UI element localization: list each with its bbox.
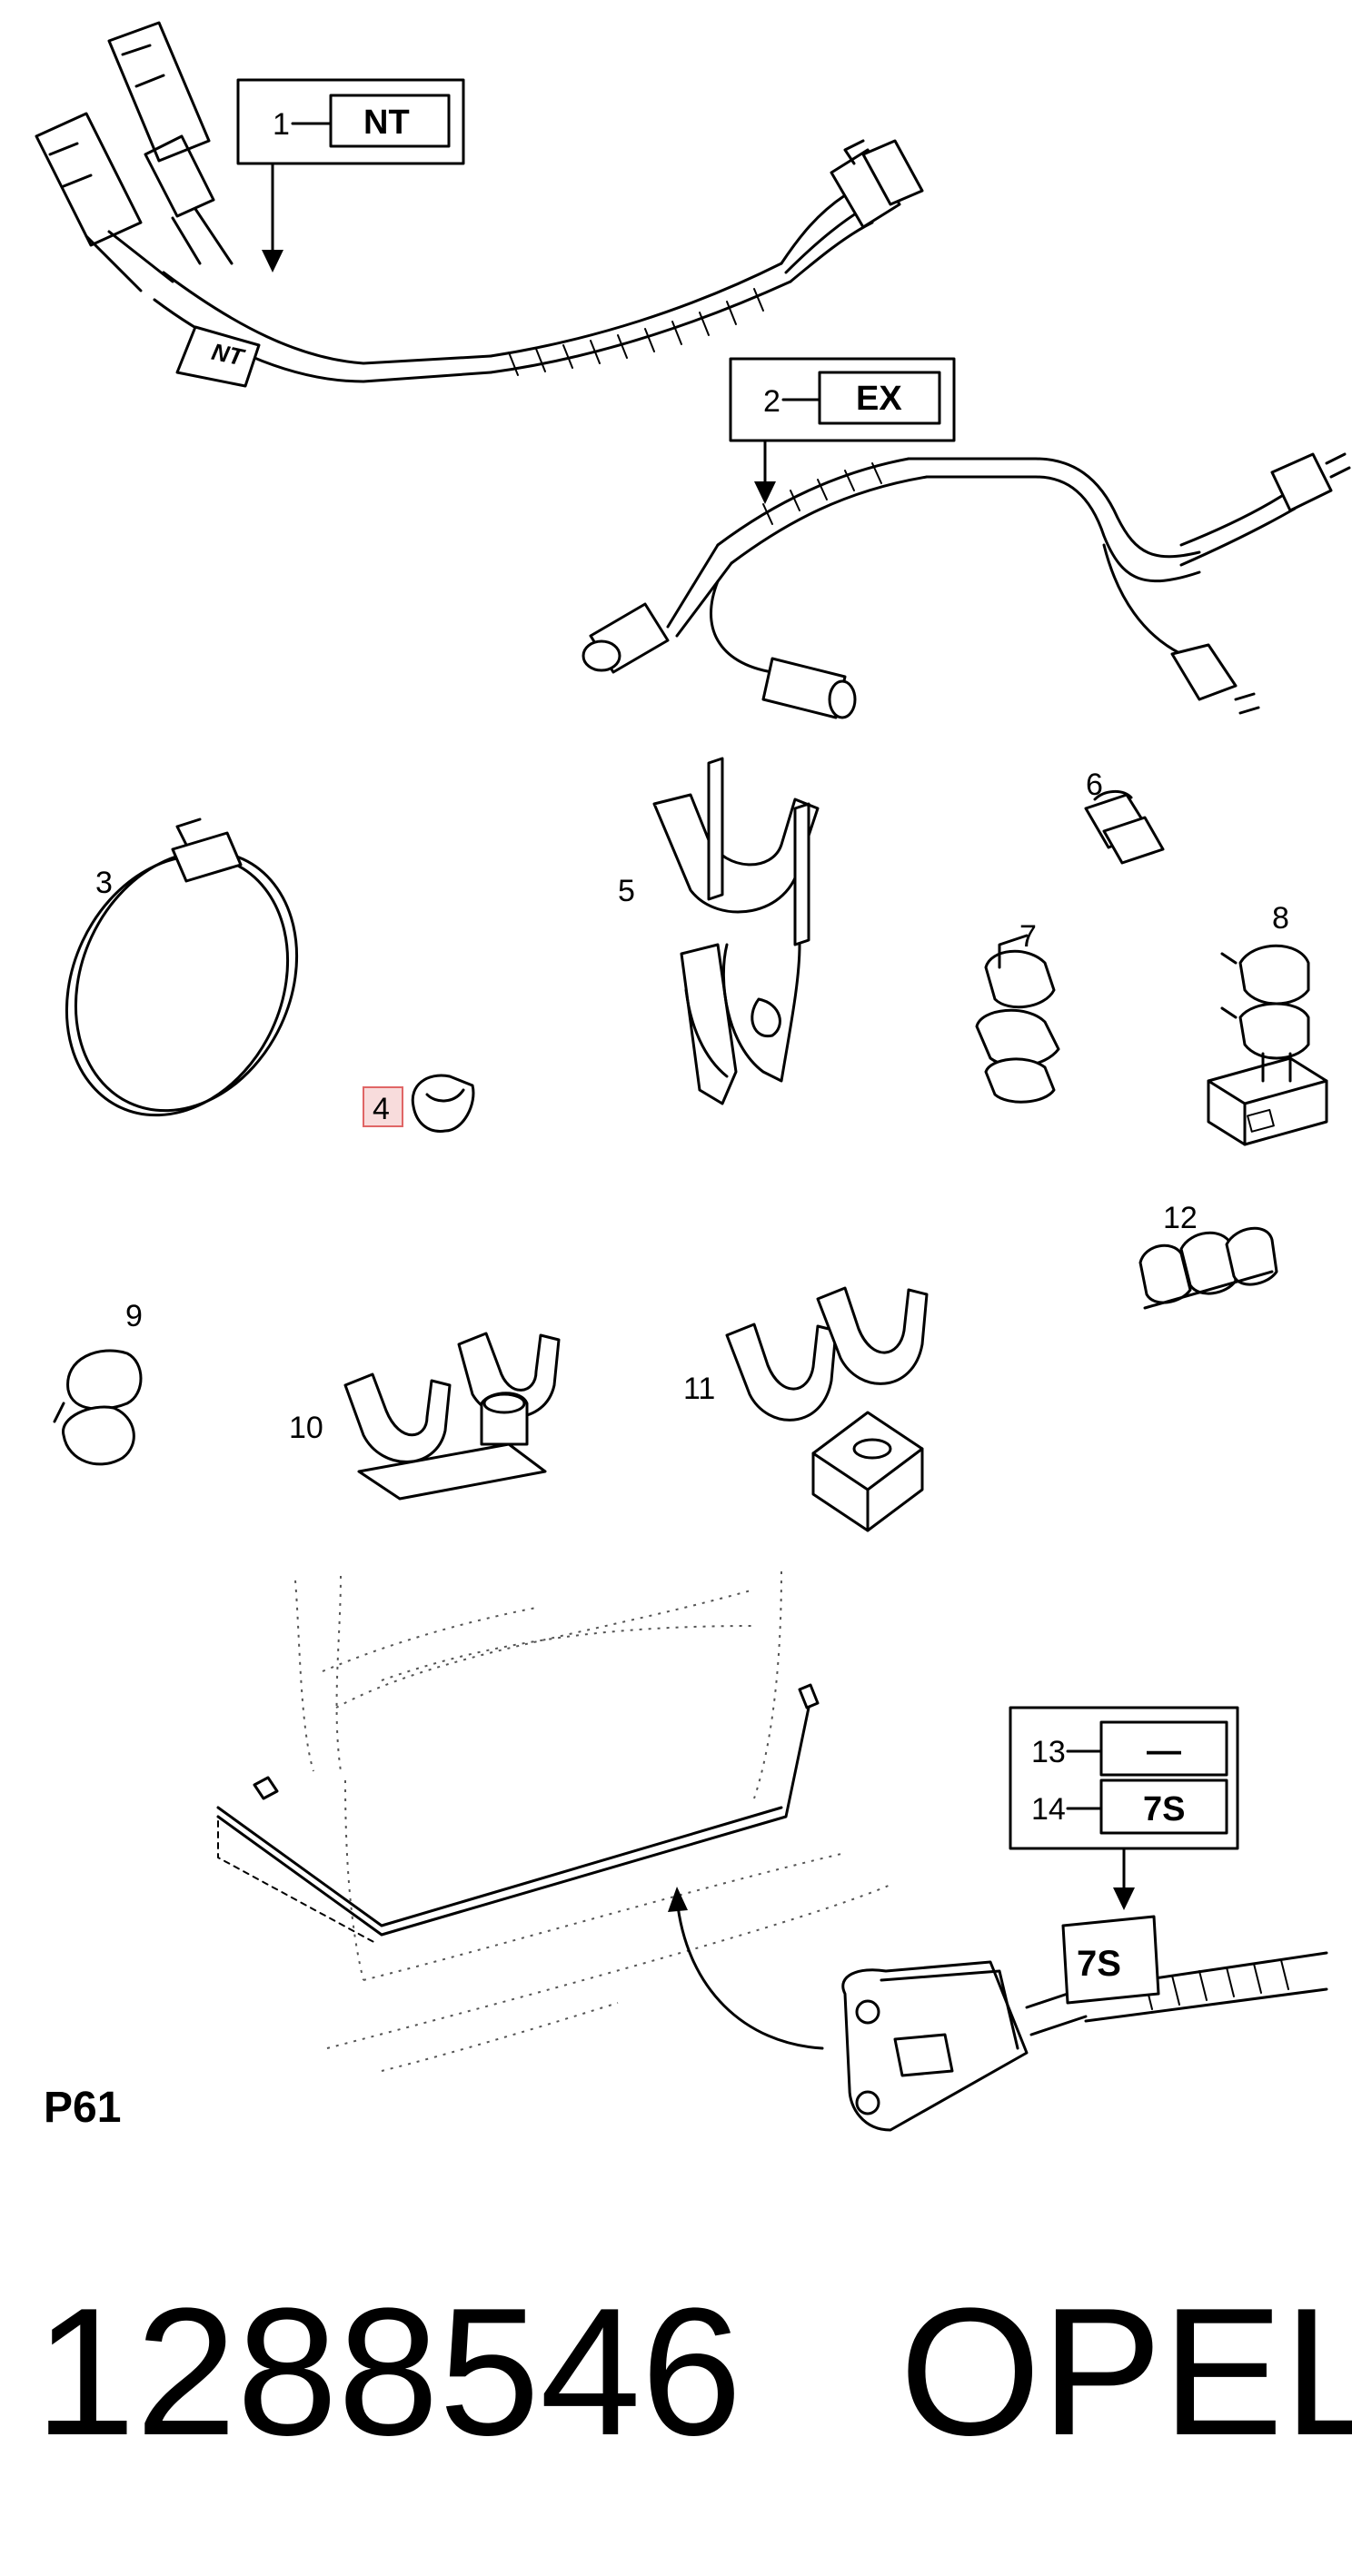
callout-14-number: 14 [1031,1792,1066,1827]
callout-1: 1 NT [236,78,465,272]
callout-13-code: — [1147,1732,1181,1770]
callout-2: 2 EX [729,357,956,504]
sill-connector: 7S [841,1915,1328,2132]
vehicle-sill-outline [216,1570,891,2072]
callout-1-code: NT [363,104,410,142]
part-4-clip: 4 [363,1074,475,1133]
part-number: 1288546 [35,2271,742,2473]
part-label-5: 5 [618,874,635,908]
part-9-p-clip: 9 [53,1299,143,1466]
part-label-8: 8 [1272,901,1289,936]
part-8-stacked-clip: 8 [1207,901,1328,1146]
part-label-9: 9 [125,1299,143,1333]
harness-ex [582,452,1351,719]
callout-2-number: 2 [763,384,780,419]
part-label-7: 7 [1019,919,1037,954]
callout-13-14: 13 — 14 7S [1009,1706,1239,1910]
part-4-highlight [363,1086,403,1127]
part-11-double-clip: 11 [683,1286,929,1532]
part-label-11: 11 [683,1372,715,1406]
part-label-4: 4 [373,1092,390,1126]
part-label-6: 6 [1086,768,1103,802]
part-7-double-clip: 7 [975,919,1060,1104]
callout-2-code: EX [856,380,902,418]
part-10-triple-clip: 10 [289,1332,561,1501]
callout-14-code: 7S [1143,1790,1185,1828]
part-6-clip: 6 [1084,768,1165,865]
brand-name: OPEL [900,2271,1352,2473]
part-12-multi-clip: 12 [1138,1201,1278,1310]
part-5-bracket-clip: 5 [618,757,820,1105]
harness-nt: NT [35,21,924,388]
part-label-3: 3 [95,866,113,900]
part-label-12: 12 [1163,1201,1198,1235]
connector-tag-text: 7S [1077,1944,1121,1984]
callout-13-number: 13 [1031,1735,1066,1769]
part-label-10: 10 [289,1411,323,1445]
part-3-hose-clamp: 3 [65,817,299,1117]
page-reference: P61 [44,2084,121,2132]
callout-1-number: 1 [273,107,290,142]
